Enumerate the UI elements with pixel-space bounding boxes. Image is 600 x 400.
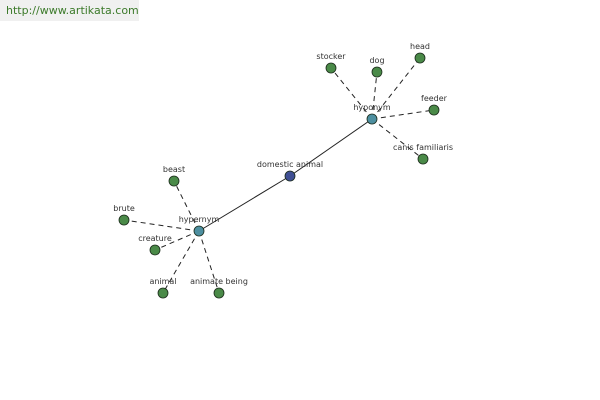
label-domestic-animal[interactable]: domestic animal [257,160,323,169]
node-animate-being[interactable] [213,287,225,299]
edge-hyponym-stocker [330,67,373,120]
edge-hyponym-feeder [371,109,435,120]
label-feeder[interactable]: feeder [421,94,448,103]
node-creature[interactable] [149,244,161,256]
node-hyponym[interactable] [366,113,378,125]
graph-edges [123,57,435,294]
edge-hypernym-brute [123,219,200,232]
edge-hyponym-head [371,57,421,120]
node-stocker[interactable] [325,62,337,74]
edge-domestic-animal-hypernym [198,175,291,232]
label-stocker[interactable]: stocker [316,52,346,61]
node-brute[interactable] [118,214,130,226]
node-canis-familiaris[interactable] [417,153,429,165]
node-domestic-animal[interactable] [284,170,296,182]
label-head[interactable]: head [410,42,430,51]
edge-hypernym-animate-being [198,230,220,294]
label-creature[interactable]: creature [138,234,172,243]
label-brute[interactable]: brute [113,204,135,213]
node-feeder[interactable] [428,104,440,116]
edge-hypernym-beast [173,180,200,232]
site-banner: http://www.artikata.com [0,0,139,21]
node-beast[interactable] [168,175,180,187]
edge-hyponym-canis-familiaris [371,118,424,160]
node-dog[interactable] [371,66,383,78]
graph-labels: domestic animal hyponym stocker dog head feed… [113,42,453,286]
site-link[interactable]: http://www.artikata.com [6,4,139,17]
edge-hypernym-animal [162,230,200,294]
edge-hypernym-creature [154,230,200,251]
label-animate-being[interactable]: animate being [190,277,248,286]
label-animal[interactable]: animal [149,277,176,286]
label-dog[interactable]: dog [369,56,384,65]
edge-hyponym-dog [371,71,378,120]
node-animal[interactable] [157,287,169,299]
label-canis-familiaris[interactable]: canis familiaris [393,143,453,152]
label-hyponym[interactable]: hyponym [353,103,391,112]
node-hypernym[interactable] [193,225,205,237]
graph-nodes [118,52,440,299]
node-head[interactable] [414,52,426,64]
label-beast[interactable]: beast [163,165,185,174]
label-hypernym[interactable]: hypernym [179,215,220,224]
edge-domestic-animal-hyponym [289,118,373,177]
